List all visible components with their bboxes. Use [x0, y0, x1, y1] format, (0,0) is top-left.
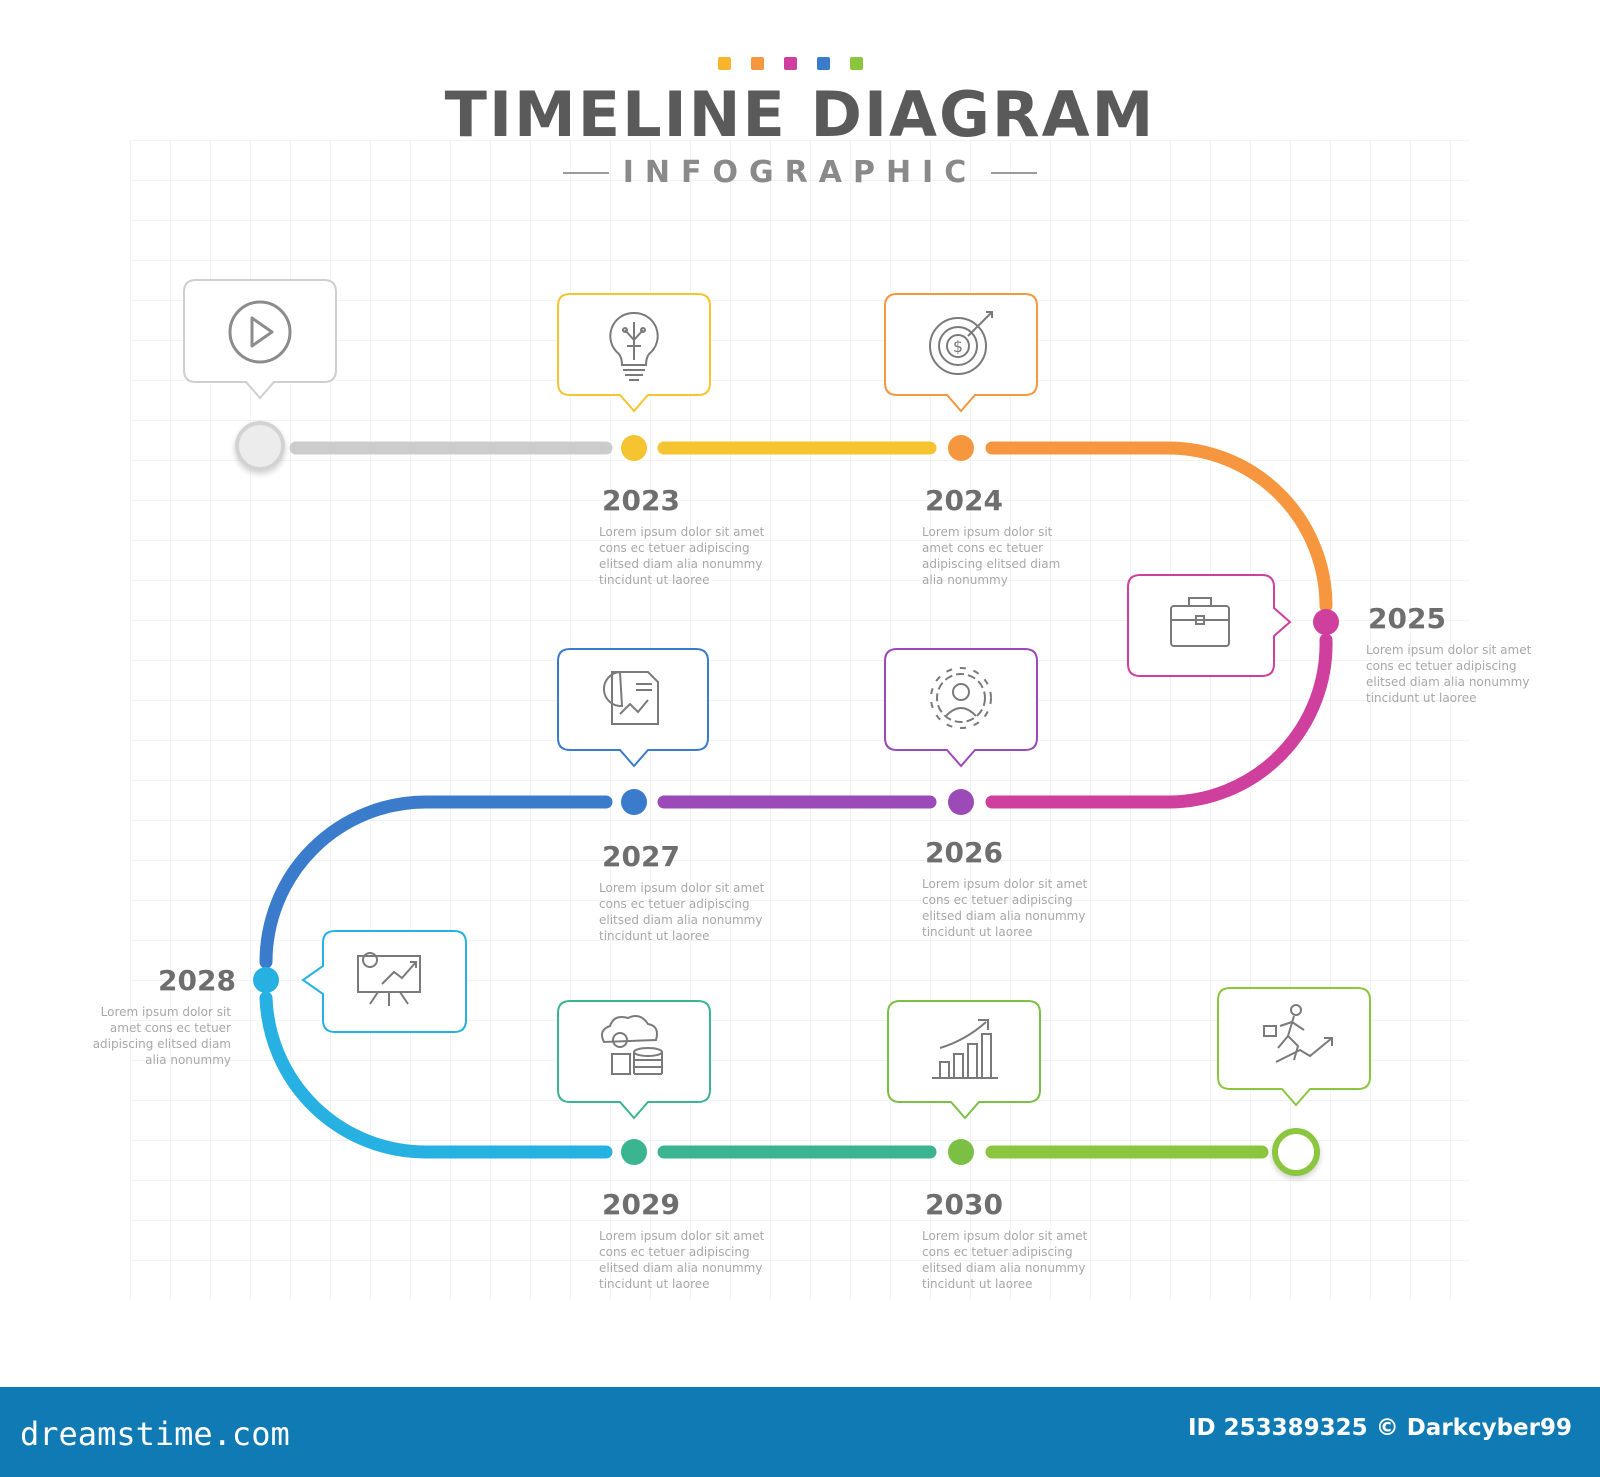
callout-2024: $ [884, 293, 1038, 413]
milestone-dot-2030 [948, 1139, 974, 1165]
milestone-year-2025: 2025 [1368, 602, 1446, 635]
callout-2027 [557, 648, 709, 768]
subtitle-row: INFOGRAPHIC [0, 155, 1600, 190]
color-dot [784, 57, 797, 70]
callout-2023 [557, 293, 711, 413]
milestone-desc-2026: Lorem ipsum dolor sit amet cons ec tetue… [922, 877, 1088, 939]
milestone-desc-2029: Lorem ipsum dolor sit amet cons ec tetue… [599, 1229, 765, 1291]
road-segment [985, 441, 1333, 613]
gear-person-icon [930, 667, 992, 729]
svg-text:$: $ [953, 337, 963, 356]
dollar-target-icon: $ [929, 311, 993, 375]
growth-bar-chart-icon [932, 1019, 998, 1079]
lightbulb-icon [609, 311, 659, 381]
color-dot [751, 57, 764, 70]
milestone-year-2023: 2023 [602, 484, 680, 517]
report-chart-icon [603, 670, 659, 725]
color-dot [817, 57, 830, 70]
milestone-dot-2026 [948, 789, 974, 815]
header-color-dots [718, 57, 863, 70]
end-callout [1217, 987, 1371, 1107]
callout-2025 [1127, 574, 1292, 677]
milestone-year-2028: 2028 [158, 964, 236, 997]
color-dot [718, 57, 731, 70]
milestone-dot-2024 [948, 435, 974, 461]
start-callout [183, 279, 337, 400]
milestone-year-2026: 2026 [925, 836, 1003, 869]
milestone-desc-2030: Lorem ipsum dolor sit amet cons ec tetue… [922, 1229, 1088, 1291]
milestone-dot-2023 [621, 435, 647, 461]
footer-logo[interactable]: dreamstime.com [20, 1415, 290, 1453]
milestone-desc-2025: Lorem ipsum dolor sit amet cons ec tetue… [1366, 643, 1532, 705]
callout-2028 [301, 930, 467, 1033]
road-segment [985, 633, 1333, 809]
milestone-dot-2027 [621, 789, 647, 815]
running-businessman-icon [1263, 1004, 1333, 1063]
milestone-dot-2028 [253, 967, 279, 993]
callout-2026 [884, 648, 1038, 768]
milestone-desc-2028: Lorem ipsum dolor sit amet cons ec tetue… [92, 1005, 231, 1067]
page-title: TIMELINE DIAGRAM [444, 78, 1156, 151]
footer-bar: dreamstime.com ID 253389325 © Darkcyber9… [0, 1387, 1600, 1477]
cloud-database-icon [601, 1015, 663, 1075]
color-dot [850, 57, 863, 70]
start-node [235, 421, 285, 471]
road-segment [259, 795, 613, 969]
milestone-year-2029: 2029 [602, 1188, 680, 1221]
road-segment [259, 991, 613, 1159]
milestone-year-2027: 2027 [602, 840, 680, 873]
milestone-year-2024: 2024 [925, 484, 1003, 517]
end-node [1272, 1128, 1320, 1176]
grid-background [130, 140, 1470, 1300]
briefcase-icon [1170, 597, 1230, 647]
footer-image-id: ID 253389325 © Darkcyber99 [1188, 1415, 1572, 1441]
page-subtitle: INFOGRAPHIC [622, 155, 978, 190]
subtitle-rule-right [991, 171, 1038, 174]
milestone-desc-2024: Lorem ipsum dolor sit amet cons ec tetue… [922, 525, 1061, 587]
presentation-board-icon [357, 952, 421, 1006]
milestone-desc-2027: Lorem ipsum dolor sit amet cons ec tetue… [599, 881, 765, 943]
milestone-dot-2029 [621, 1139, 647, 1165]
callout-2029 [557, 1000, 711, 1120]
milestone-year-2030: 2030 [925, 1188, 1003, 1221]
milestone-dot-2025 [1313, 609, 1339, 635]
callout-2030 [887, 1000, 1041, 1120]
milestone-desc-2023: Lorem ipsum dolor sit amet cons ec tetue… [599, 525, 765, 587]
subtitle-rule-left [562, 171, 609, 174]
play-icon [228, 300, 292, 364]
